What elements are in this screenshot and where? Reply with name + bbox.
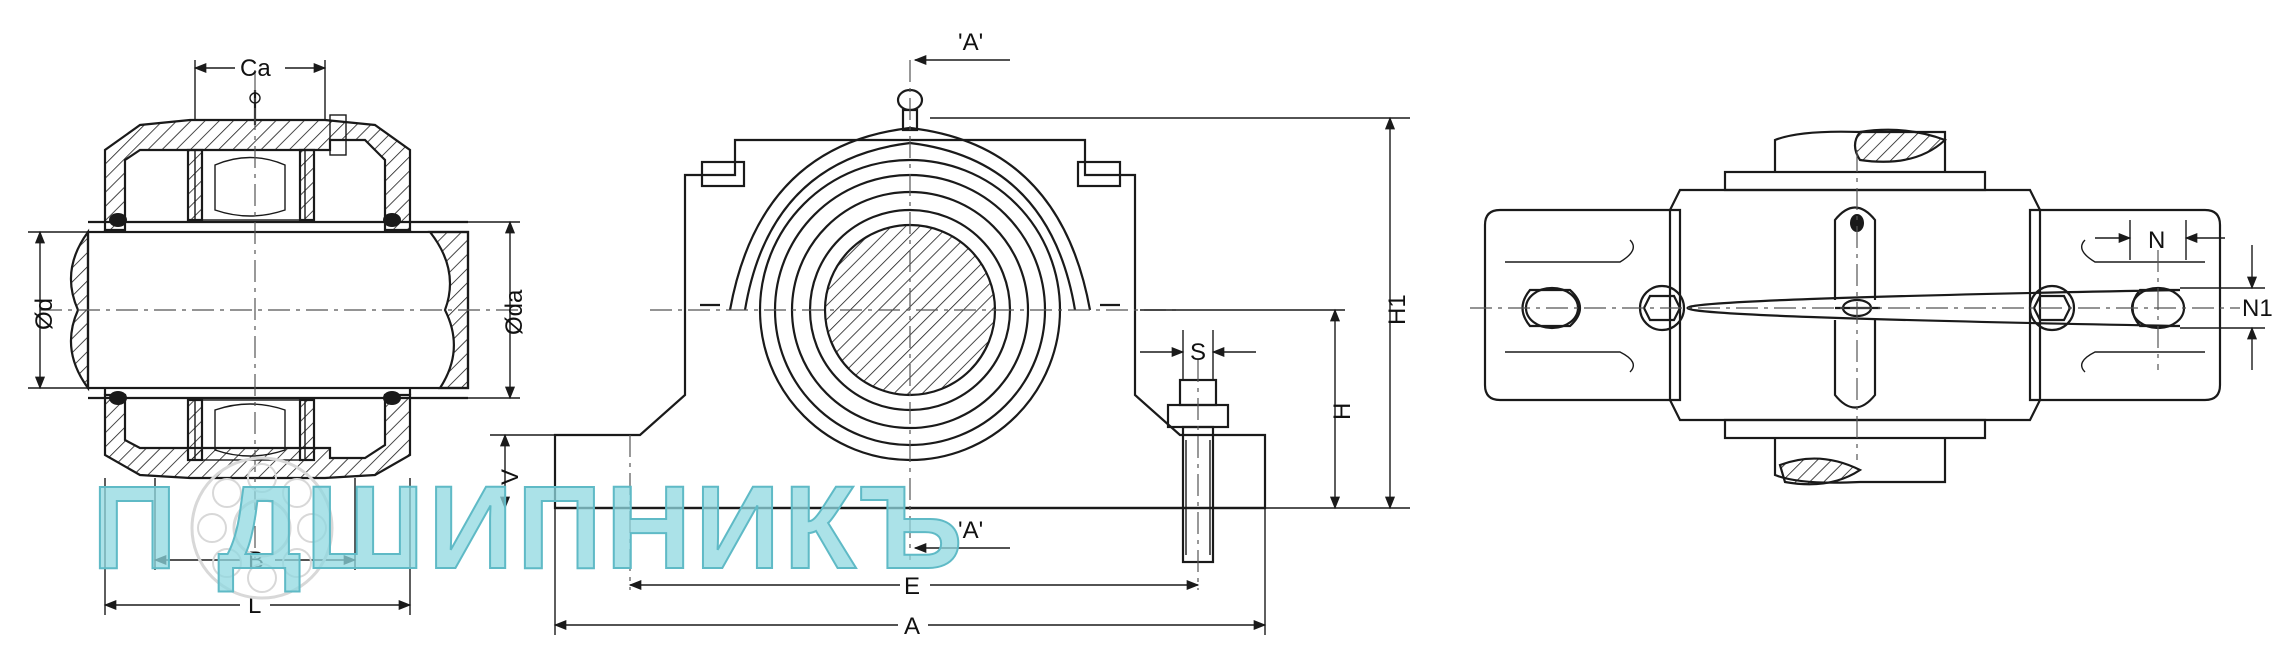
label-a: A: [904, 613, 920, 640]
label-h: H: [1329, 403, 1356, 420]
front-view: 'A' 'A' H1 H V S E A: [490, 29, 1411, 640]
label-ca: Ca: [240, 55, 271, 82]
label-od: Ød: [31, 298, 58, 330]
housing-plan: [1668, 188, 2042, 422]
label-section-top: 'A': [958, 29, 983, 56]
section-view: Ca Ød Øda B L: [28, 55, 528, 619]
watermark-logo: [190, 456, 334, 600]
label-v: V: [497, 469, 524, 485]
base-plate: [1483, 208, 1682, 402]
label-section-bottom: 'A': [958, 517, 983, 544]
label-oda: Øda: [501, 289, 528, 335]
label-s: S: [1190, 339, 1206, 366]
watermark: П ДШИПНИКЪ: [91, 456, 967, 600]
top-view: N N1: [1470, 128, 2273, 486]
watermark-text: П ДШИПНИКЪ: [92, 462, 967, 594]
label-h1: H1: [1384, 294, 1411, 325]
label-e: E: [904, 573, 920, 600]
label-n1: N1: [2242, 295, 2273, 322]
housing-base: [553, 138, 1267, 510]
housing-section-top: [103, 118, 412, 232]
bearing-upper: [194, 149, 306, 221]
label-n: N: [2148, 227, 2165, 254]
